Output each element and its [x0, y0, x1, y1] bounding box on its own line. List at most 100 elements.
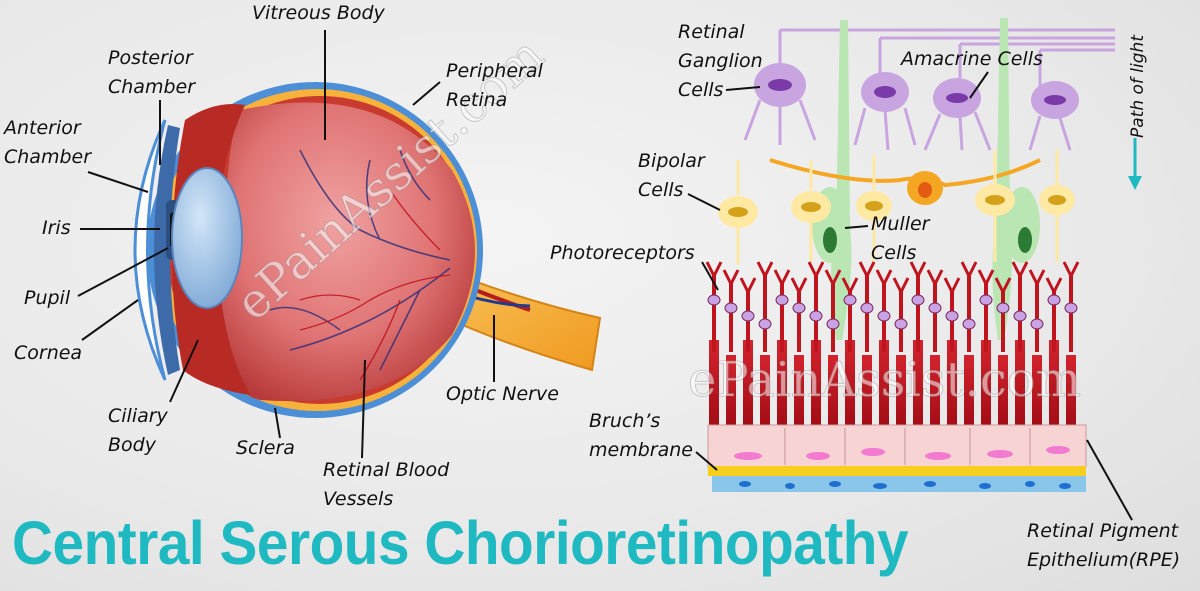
photoreceptor-terminal	[858, 261, 876, 280]
photoreceptor-stalk	[848, 290, 852, 352]
photoreceptor-terminal	[1011, 261, 1029, 280]
photoreceptor-terminal	[756, 261, 774, 280]
photoreceptor-stalk	[984, 282, 988, 352]
photoreceptor-nucleus	[826, 318, 840, 330]
photoreceptor-nucleus	[741, 310, 755, 322]
photoreceptor-nucleus	[775, 294, 789, 306]
label-path-of-light: Path of light	[1128, 35, 1148, 138]
label-bipolar-cells: Bipolar Cells	[638, 150, 705, 201]
eye-illustration	[133, 82, 602, 418]
photoreceptor-nucleus	[928, 302, 942, 314]
photoreceptor-stalk	[763, 274, 767, 352]
photoreceptor-nucleus	[707, 294, 721, 306]
photoreceptor-nucleus	[724, 302, 738, 314]
bipolar-cells-shape	[718, 184, 1075, 228]
photoreceptor-stalk	[1052, 290, 1056, 352]
label-retinal-ganglion-cells: Retinal Ganglion Cells	[678, 21, 763, 101]
photoreceptor-segment	[913, 340, 923, 426]
label-pupil: Pupil	[24, 287, 71, 309]
label-bruchs-membrane: Bruch’s membrane	[589, 410, 693, 461]
photoreceptor-terminal	[824, 269, 842, 288]
photoreceptor-segment	[1015, 340, 1025, 426]
photoreceptor-segment	[998, 355, 1008, 426]
photoreceptor-terminal	[1028, 269, 1046, 288]
page-title: Central Serous Chorioretinopathy	[12, 509, 909, 577]
photoreceptor-nucleus	[945, 310, 959, 322]
bruchs-membrane-shape	[708, 466, 1086, 476]
label-photoreceptors: Photoreceptors	[550, 242, 695, 264]
photoreceptor-nucleus	[1047, 294, 1061, 306]
photoreceptor-stalk	[967, 274, 971, 352]
label-optic-nerve: Optic Nerve	[446, 383, 559, 405]
label-retinal-blood-vessels: Retinal Blood Vessels	[323, 459, 450, 510]
photoreceptor-segment	[879, 340, 889, 426]
photoreceptor-segment	[828, 355, 838, 426]
photoreceptor-stalk	[1001, 290, 1005, 352]
photoreceptor-terminal	[977, 269, 995, 288]
label-anterior-chamber: Anterior Chamber	[4, 117, 92, 168]
photoreceptors-shape	[705, 261, 1080, 426]
photoreceptor-stalk	[780, 282, 784, 352]
lens-shape	[171, 167, 243, 309]
label-peripheral-retina: Peripheral Retina	[446, 60, 543, 111]
photoreceptor-segment	[760, 355, 770, 426]
photoreceptor-stalk	[916, 274, 920, 352]
label-ciliary-body: Ciliary Body	[108, 405, 168, 456]
photoreceptor-nucleus	[758, 318, 772, 330]
label-posterior-chamber: Posterior Chamber	[108, 47, 196, 98]
photoreceptor-nucleus	[1013, 310, 1027, 322]
photoreceptor-segment	[794, 355, 804, 426]
photoreceptor-segment	[743, 340, 753, 426]
label-amacrine-cells: Amacrine Cells	[901, 48, 1043, 70]
photoreceptor-nucleus	[996, 302, 1010, 314]
photoreceptor-terminal	[739, 277, 757, 296]
photoreceptor-terminal	[1062, 261, 1080, 280]
photoreceptor-segment	[777, 340, 787, 426]
retina-leader-lines	[687, 71, 1133, 521]
photoreceptor-terminal	[875, 269, 893, 288]
photoreceptor-stalk	[1035, 282, 1039, 352]
photoreceptor-terminal	[790, 277, 808, 296]
cornea-shape	[133, 119, 167, 381]
photoreceptor-nucleus	[860, 302, 874, 314]
label-vitreous-body: Vitreous Body	[252, 2, 385, 24]
photoreceptor-segment	[862, 355, 872, 426]
photoreceptor-stalk	[797, 290, 801, 352]
photoreceptor-segment	[845, 340, 855, 426]
photoreceptor-stalk	[933, 282, 937, 352]
photoreceptor-terminal	[722, 269, 740, 288]
photoreceptor-stalk	[831, 282, 835, 352]
photoreceptor-terminal	[807, 261, 825, 280]
photoreceptor-terminal	[926, 269, 944, 288]
photoreceptor-nucleus	[877, 310, 891, 322]
photoreceptor-segment	[1049, 340, 1059, 426]
photoreceptor-segment	[1066, 355, 1076, 426]
photoreceptor-segment	[930, 355, 940, 426]
photoreceptor-nucleus	[1030, 318, 1044, 330]
photoreceptor-segment	[726, 355, 736, 426]
photoreceptor-terminal	[1045, 277, 1063, 296]
path-of-light-arrow	[1128, 138, 1142, 190]
photoreceptor-nucleus	[979, 294, 993, 306]
watermark-retina: ePainAssist.com	[687, 352, 1082, 409]
photoreceptor-nucleus	[911, 294, 925, 306]
retina-illustration	[705, 18, 1115, 492]
photoreceptor-nucleus	[894, 318, 908, 330]
label-muller-cells: Muller Cells	[871, 213, 930, 264]
photoreceptor-terminal	[994, 277, 1012, 296]
photoreceptor-segment	[811, 340, 821, 426]
photoreceptor-terminal	[943, 277, 961, 296]
photoreceptor-nucleus	[843, 294, 857, 306]
photoreceptor-nucleus	[809, 310, 823, 322]
photoreceptor-nucleus	[792, 302, 806, 314]
photoreceptor-terminal	[841, 277, 859, 296]
photoreceptor-segment	[709, 340, 719, 426]
photoreceptor-nucleus	[962, 318, 976, 330]
photoreceptor-terminal	[960, 261, 978, 280]
photoreceptor-segment	[896, 355, 906, 426]
retinal-blood-vessels-shape	[269, 149, 451, 371]
photoreceptor-segment	[964, 355, 974, 426]
photoreceptor-segment	[1032, 355, 1042, 426]
